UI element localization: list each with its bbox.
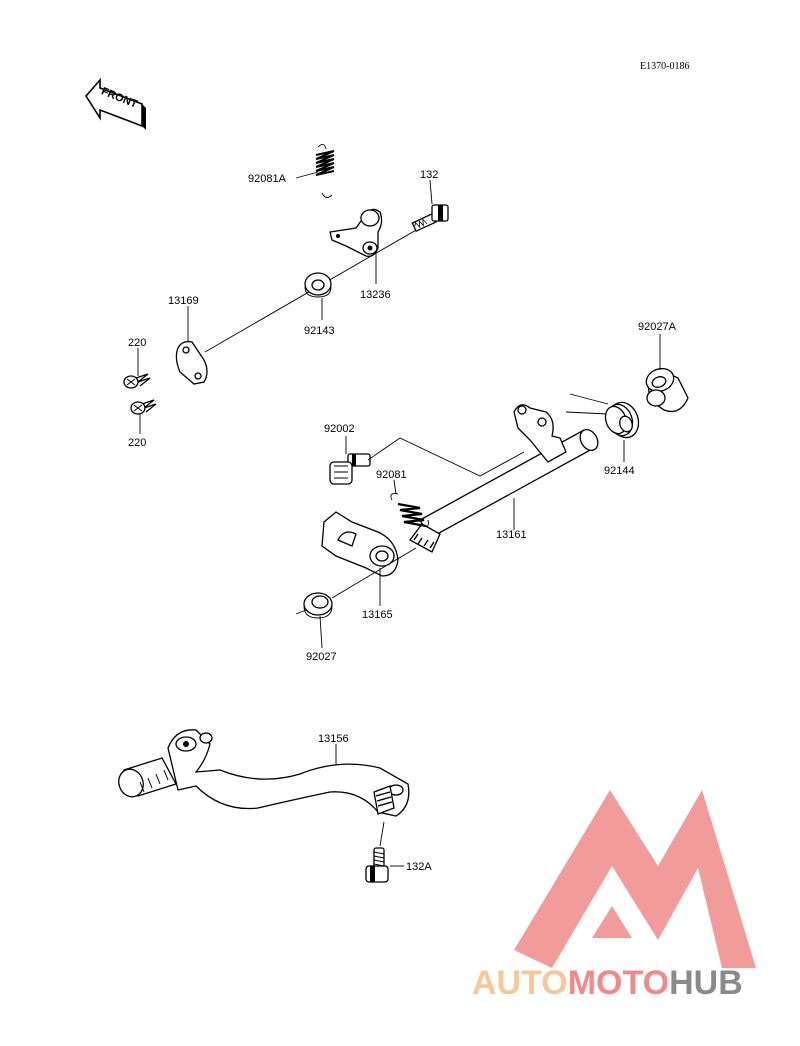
- ref-line-92002: [367, 437, 525, 477]
- oil-seal-92027A: [645, 367, 689, 413]
- diagram-code: E1370-0186: [640, 61, 689, 72]
- label-13169: 13169: [168, 295, 199, 307]
- shift-pedal-13156: [118, 729, 410, 817]
- pin-92002: [329, 453, 371, 485]
- screw-220-lower: [130, 399, 157, 415]
- spring-92081: [390, 493, 429, 528]
- label-92027: 92027: [306, 651, 337, 663]
- label-92081: 92081: [376, 469, 407, 481]
- label-132A: 132A: [406, 861, 432, 873]
- label-13236: 13236: [360, 289, 391, 301]
- label-13165: 13165: [362, 609, 393, 621]
- label-92002: 92002: [324, 423, 355, 435]
- label-92144: 92144: [604, 465, 635, 477]
- label-92027A: 92027A: [638, 321, 677, 333]
- spring-92081A: [315, 144, 335, 198]
- plate-13169: [175, 340, 208, 385]
- bolt-132: [411, 204, 449, 233]
- watermark-text: AUTOMOTOHUB: [472, 964, 743, 1002]
- arm-13165: [321, 511, 399, 577]
- watermark-logo-icon: [514, 790, 756, 968]
- leader-92081A: [295, 171, 319, 179]
- watermark-part2: MOTO: [568, 964, 669, 1002]
- label-92143: 92143: [304, 325, 335, 337]
- washer-92143: [304, 272, 332, 298]
- label-13156: 13156: [318, 733, 349, 745]
- lever-13236: [329, 208, 383, 257]
- leader-92081: [393, 479, 397, 495]
- leader-92027: [319, 615, 323, 649]
- label-13161: 13161: [496, 529, 527, 541]
- label-220-lower: 220: [128, 437, 146, 449]
- shift-shaft-13161: [409, 404, 599, 553]
- screw-220-upper: [123, 373, 151, 389]
- leader-132: [429, 179, 433, 205]
- torsion-spring-92144: [565, 393, 640, 439]
- front-arrow-icon: FRONT: [85, 77, 146, 130]
- axis-line-mid: [331, 547, 417, 599]
- watermark-part3: HUB: [669, 964, 743, 1002]
- label-92081A: 92081A: [248, 173, 287, 185]
- label-132: 132: [420, 169, 438, 181]
- label-220-upper: 220: [128, 337, 146, 349]
- bolt-132A: [365, 821, 389, 883]
- washer-92027: [295, 592, 333, 619]
- watermark-part1: AUTO: [472, 964, 568, 1002]
